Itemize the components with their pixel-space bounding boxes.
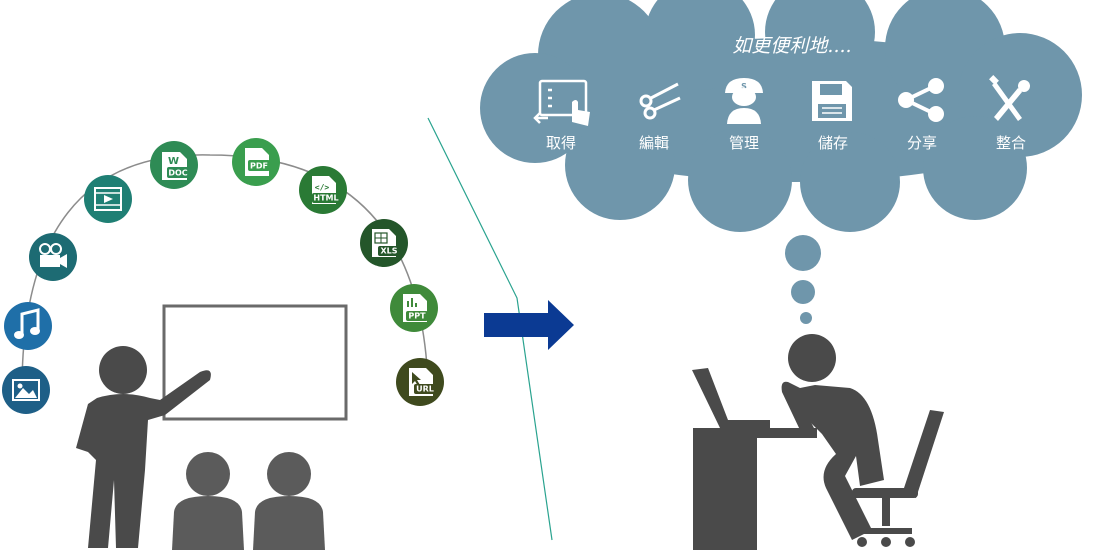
svg-text:W: W [168, 156, 179, 167]
presentation-scene [21, 154, 429, 550]
media-icon-arc: W DOC PDF </> HTML XLS [2, 138, 444, 414]
film-icon [84, 175, 132, 223]
office-chair [852, 410, 944, 547]
xls-file-label: XLS [380, 247, 397, 256]
manager-icon: S [725, 78, 763, 124]
action-label-share: 分享 [907, 134, 937, 152]
music-icon [4, 302, 52, 350]
pdf-file-icon: PDF [232, 138, 280, 186]
thought-cloud [480, 0, 1082, 232]
doc-file-label: DOC [168, 169, 187, 178]
thinking-person [781, 334, 884, 540]
html-file-icon: </> HTML [299, 166, 347, 214]
doc-file-icon: W DOC [150, 141, 198, 189]
tools-icon [989, 75, 1030, 121]
image-icon [2, 366, 50, 414]
share-icon [898, 78, 944, 122]
action-label-integrate: 整合 [996, 134, 1026, 152]
svg-text:</>: </> [315, 183, 330, 192]
divider-line [427, 117, 553, 541]
laptop [692, 368, 770, 428]
thinker-scene [692, 334, 944, 550]
ppt-file-icon: PPT [390, 284, 438, 332]
presenter-figure [76, 346, 211, 548]
xls-file-icon: XLS [360, 219, 408, 267]
html-file-label: HTML [313, 194, 338, 203]
action-label-edit: 編輯 [639, 134, 669, 152]
right-arrow [484, 300, 574, 350]
video-camera-icon [29, 233, 77, 281]
scissors-icon [639, 82, 681, 120]
pdf-file-label: PDF [250, 162, 268, 171]
floppy-disk-icon [812, 81, 852, 121]
url-file-icon: URL [396, 358, 444, 406]
thought-title: 如更便利地.... [732, 35, 851, 57]
tablet-touch-icon [533, 79, 590, 126]
ppt-file-label: PPT [408, 312, 426, 321]
svg-text:S: S [741, 82, 747, 91]
thought-bubbles [785, 235, 821, 324]
action-label-get: 取得 [546, 134, 576, 152]
action-label-store: 儲存 [818, 134, 848, 152]
audience-figure-1 [172, 452, 244, 550]
desk [693, 428, 817, 438]
audience-figure-2 [253, 452, 325, 550]
action-label-manage: 管理 [729, 134, 759, 152]
whiteboard [162, 304, 348, 421]
url-file-label: URL [416, 385, 434, 394]
